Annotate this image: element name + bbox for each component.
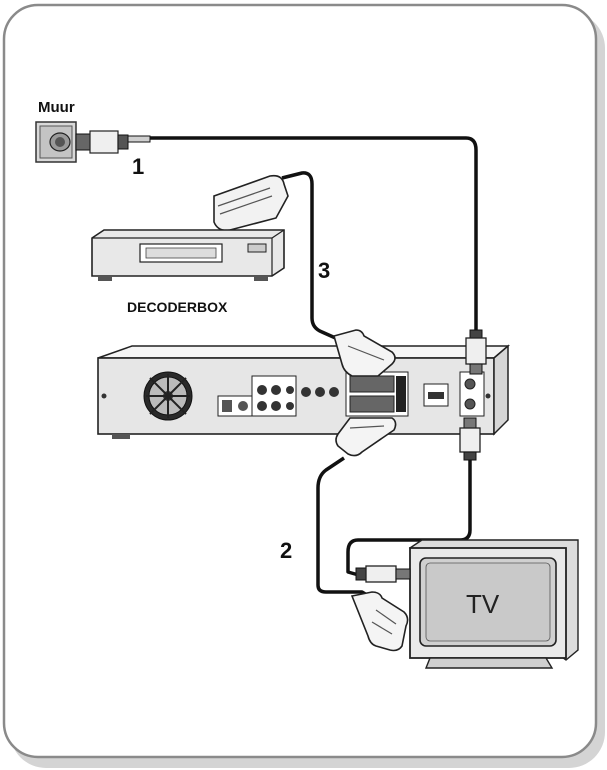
decoder-label: DECODERBOX [127, 299, 228, 315]
recorder [97, 344, 511, 439]
scart-cable-2 [316, 456, 373, 600]
recorder-scart-plug-top [333, 329, 396, 377]
decoder-scart-plug [213, 174, 289, 232]
wall-label: Muur [38, 99, 75, 116]
tv-label: TV [466, 589, 500, 619]
decoder-box [91, 229, 285, 281]
wall-socket [35, 121, 151, 163]
cables [148, 136, 478, 600]
tv-antenna-plug [355, 565, 411, 583]
tv [408, 539, 579, 669]
step-1-label: 1 [132, 154, 144, 179]
tv-scart-plug [350, 591, 409, 652]
step-2-label: 2 [280, 538, 292, 563]
antenna-cable-tv [346, 458, 472, 578]
step-3-label: 3 [318, 258, 330, 283]
scart-cable-3 [281, 171, 341, 342]
recorder-scart-plug-bottom [335, 417, 397, 457]
recorder-antenna-plug-in [465, 329, 487, 375]
antenna-cable-1 [148, 136, 478, 330]
recorder-antenna-plug-out [459, 417, 481, 461]
